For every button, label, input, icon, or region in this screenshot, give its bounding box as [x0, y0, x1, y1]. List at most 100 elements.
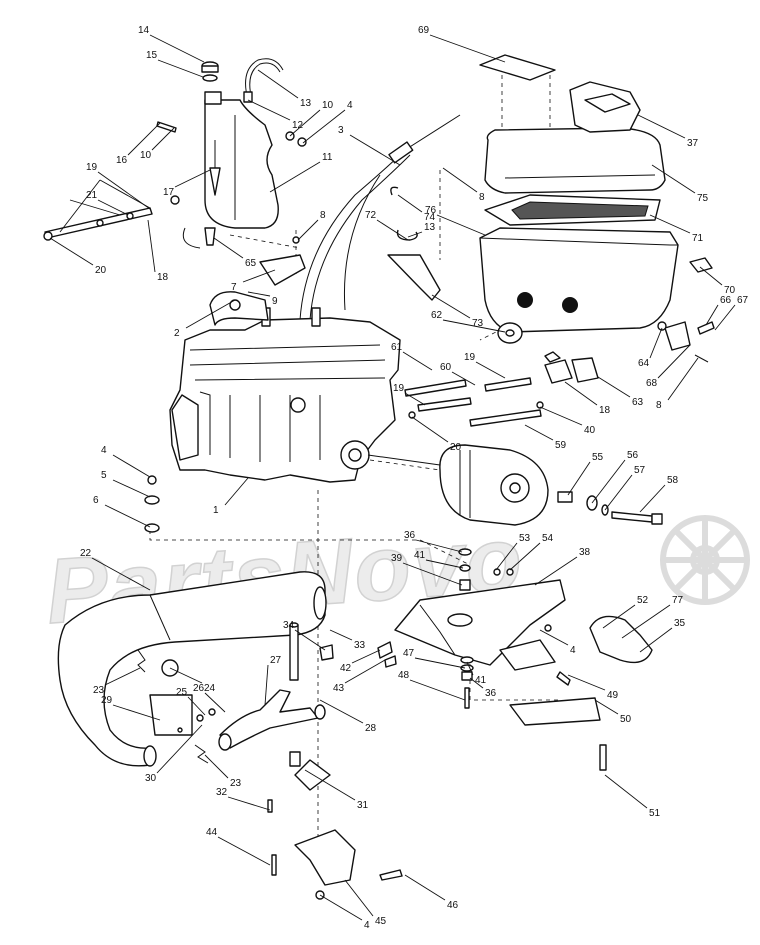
callout-c72: 72 — [365, 210, 377, 221]
leader-line-c19b — [475, 361, 506, 379]
callout-c34: 34 — [283, 620, 295, 631]
callout-c53: 53 — [519, 533, 531, 544]
leader-line-c68 — [657, 344, 691, 379]
leader-line-c30 — [156, 724, 203, 774]
vent-hose — [243, 58, 284, 103]
callout-c23a: 23 — [93, 685, 105, 696]
callout-c7: 7 — [231, 282, 237, 293]
callout-c14: 14 — [138, 25, 150, 36]
callout-c40: 40 — [584, 425, 596, 436]
leader-line-c4a — [302, 109, 346, 144]
callout-c58: 58 — [667, 475, 679, 486]
callout-c22: 22 — [80, 548, 92, 559]
leader-line-c5 — [112, 479, 151, 498]
leader-line-c67 — [714, 304, 736, 331]
callout-c62: 62 — [431, 310, 443, 321]
callout-c4c: 4 — [570, 645, 576, 656]
callout-c51: 51 — [649, 808, 661, 819]
callout-c19b: 19 — [464, 352, 476, 363]
leader-line-c4b — [112, 454, 151, 478]
leader-line-c64 — [649, 327, 663, 359]
leader-line-c25 — [187, 696, 206, 716]
callout-c57: 57 — [634, 465, 646, 476]
tank-bolts — [156, 121, 307, 147]
exhaust-hanger-bracket — [271, 829, 403, 900]
leader-line-c23b — [204, 754, 229, 779]
leader-line-c40 — [539, 406, 583, 426]
leader-line-c41a — [425, 559, 464, 569]
leader-line-c63 — [597, 376, 631, 398]
callout-c55: 55 — [592, 452, 604, 463]
leader-line-c18b — [564, 381, 598, 406]
fuel-pump — [544, 351, 599, 384]
oil-tank — [204, 91, 279, 229]
callout-c66: 66 — [720, 295, 732, 306]
callout-c37: 37 — [687, 138, 699, 149]
mount-hardware-left — [144, 475, 160, 533]
leader-line-c23a — [104, 667, 141, 686]
callout-c10b: 10 — [140, 150, 152, 161]
exhaust-y-pipe — [218, 689, 326, 751]
intake-filter — [484, 194, 661, 226]
engine — [169, 307, 441, 483]
leader-line-c53 — [495, 542, 518, 571]
leader-line-c4c — [539, 629, 569, 646]
leader-line-c16 — [127, 122, 161, 156]
leader-line-c26 — [204, 692, 226, 713]
leader-line-c45 — [344, 879, 374, 917]
leader-line-c20b — [411, 416, 449, 443]
leader-line-c24 — [169, 667, 203, 684]
callout-c29: 29 — [101, 695, 113, 706]
leader-line-c36a — [415, 539, 463, 553]
callout-c13a: 13 — [300, 98, 312, 109]
leader-line-c37 — [637, 114, 686, 139]
callout-c54: 54 — [542, 533, 554, 544]
callout-c25: 25 — [176, 687, 188, 698]
leader-line-c17 — [174, 169, 211, 188]
leader-line-c49 — [567, 674, 606, 691]
callout-c52: 52 — [637, 595, 649, 606]
leader-line-c32 — [227, 796, 271, 811]
leader-line-c57 — [604, 474, 633, 511]
callout-c36b: 36 — [485, 688, 497, 699]
callout-c3: 3 — [338, 125, 344, 136]
callout-c43: 43 — [333, 683, 345, 694]
callout-c59: 59 — [555, 440, 567, 451]
leader-line-c6 — [104, 504, 151, 528]
callout-c1: 1 — [213, 505, 219, 516]
callout-c49: 49 — [607, 690, 619, 701]
leader-line-c8b — [442, 167, 478, 193]
leader-line-c61 — [402, 351, 433, 371]
callout-c8b: 8 — [479, 192, 485, 203]
callout-c69: 69 — [418, 25, 430, 36]
leader-line-c48 — [409, 679, 466, 701]
callout-c64: 64 — [638, 358, 650, 369]
clutch-bolt-set — [557, 491, 663, 525]
intake-bracket — [387, 186, 441, 301]
leader-line-c59 — [524, 424, 554, 441]
leader-line-c10a — [289, 109, 321, 137]
leader-line-c22 — [91, 557, 151, 591]
leader-line-c42 — [351, 649, 381, 664]
callout-c46: 46 — [447, 900, 459, 911]
leader-line-c9 — [247, 291, 271, 297]
leader-line-c70 — [699, 266, 723, 286]
callout-c39: 39 — [391, 553, 403, 564]
leader-line-c11 — [269, 161, 321, 193]
callout-c10a: 10 — [322, 100, 334, 111]
leader-line-c13a — [257, 69, 299, 99]
callout-c45: 45 — [375, 916, 387, 927]
callout-c23b: 23 — [230, 778, 242, 789]
callout-c61: 61 — [391, 342, 403, 353]
watermark-wheel-icon — [660, 515, 750, 605]
callout-c20a: 20 — [95, 265, 107, 276]
callout-c56: 56 — [627, 450, 639, 461]
callout-c71: 71 — [692, 233, 704, 244]
callout-c77: 77 — [672, 595, 684, 606]
callout-c19c: 19 — [393, 383, 405, 394]
callout-c74: 74 — [424, 212, 436, 223]
leader-line-c10b — [151, 127, 175, 151]
leader-line-c7 — [242, 269, 276, 283]
fuel-lines — [404, 377, 544, 427]
